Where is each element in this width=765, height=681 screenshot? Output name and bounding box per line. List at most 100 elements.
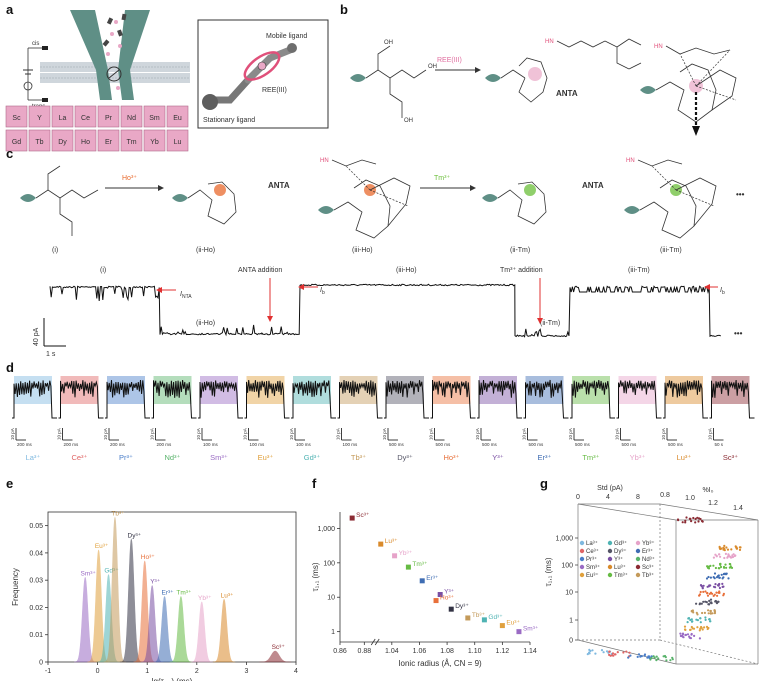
panel-label-g: g [540, 476, 548, 491]
g-point [681, 632, 685, 635]
ion-baseline [663, 390, 666, 419]
g-point [684, 519, 687, 522]
g-point [709, 598, 713, 601]
g-point [699, 621, 702, 624]
g-point [722, 585, 725, 588]
element-label: La [59, 115, 67, 122]
g-legend-marker [607, 564, 613, 570]
ion-time-scale: 500 ms [668, 442, 684, 447]
g-point [718, 586, 722, 590]
g-point [622, 651, 625, 654]
ion-signal [618, 380, 662, 419]
e-peak [212, 598, 236, 663]
f-xtick: 1.14 [523, 648, 537, 655]
element-box-pr [97, 105, 120, 128]
f-point-label: Lu³⁺ [385, 538, 398, 545]
tm-reagent: Tm³⁺ [434, 175, 450, 182]
f-xtick: 1.12 [496, 648, 510, 655]
trace-label-iii-ho: (iii-Ho) [396, 267, 417, 274]
ion-label: Yb³⁺ [630, 453, 646, 462]
f-point [499, 623, 505, 629]
element-box-ce [74, 105, 97, 128]
g-point [640, 655, 643, 658]
g-point [726, 556, 729, 559]
element-box-dy [51, 129, 74, 152]
g-point [690, 618, 693, 621]
element-label: Lu [174, 139, 182, 146]
g-legend-marker [579, 564, 585, 570]
ion-label: Pr³⁺ [119, 453, 133, 462]
ion-current-scale: 10 pA [475, 428, 480, 440]
g-point [689, 517, 692, 521]
ion-label: Lu³⁺ [677, 453, 692, 462]
ion-signal [199, 380, 243, 419]
e-peak [103, 516, 127, 663]
ree-reagent-label: REE(III) [437, 57, 462, 64]
g-point [637, 653, 641, 656]
e-xtick: 2 [195, 668, 199, 675]
svg-text:OH: OH [404, 118, 413, 124]
element-box-nd [120, 105, 143, 128]
g-point [704, 590, 707, 593]
ion-baseline [477, 390, 480, 419]
ion-signal [711, 379, 755, 419]
g-point [609, 654, 612, 657]
g-point [709, 612, 713, 615]
ion-time-scale: 500 ms [482, 442, 498, 447]
ion-baseline [105, 390, 108, 419]
scale-time-c: 1 s [46, 351, 56, 358]
ion-baseline [12, 390, 15, 419]
state-label-i: (i) [52, 247, 58, 254]
element-box-y [28, 105, 51, 128]
g-point [718, 562, 722, 566]
g-point [723, 544, 726, 548]
g-point [594, 652, 597, 655]
ion-baseline [151, 390, 154, 419]
f-point-label: Eu³⁺ [506, 620, 520, 627]
f-ylabel: τ₁,₁ (ms) [311, 562, 320, 591]
g-point [588, 648, 591, 652]
g-x2tick: 0.8 [660, 492, 670, 499]
e-xtick: 3 [244, 668, 248, 675]
g-point [707, 609, 710, 612]
g-point [727, 554, 730, 557]
g-point [698, 593, 702, 596]
element-label: Tm [126, 139, 136, 146]
element-box-la [51, 105, 74, 128]
g-point [709, 620, 712, 623]
g-point [691, 627, 694, 630]
g-point [719, 565, 723, 569]
g-point [709, 609, 712, 613]
g-point [692, 516, 695, 520]
g-point [586, 653, 589, 656]
f-point [516, 629, 522, 635]
e-peak-label: Gd³⁺ [104, 568, 119, 575]
ion-signal [153, 380, 197, 419]
e-peak-label: Ho³⁺ [141, 554, 155, 561]
svg-text:HN: HN [545, 39, 554, 45]
i-b-label: Ib [320, 287, 325, 296]
g-point [689, 628, 692, 632]
g-point [699, 627, 702, 630]
trace-label-anta-addition: ANTA addition [238, 267, 282, 274]
g-legend-label: Yb³⁺ [642, 540, 655, 547]
ion-signal [478, 379, 522, 419]
ion-baseline [709, 390, 712, 419]
ion-signal [246, 379, 290, 419]
element-label: Yb [150, 139, 159, 146]
g-point [705, 577, 709, 580]
ion-label: Nd³⁺ [164, 453, 180, 462]
g-point [699, 584, 703, 587]
anta-label-b: ANTA [556, 89, 578, 98]
e-ytick: 0.04 [29, 550, 43, 557]
ion-current-scale: 10 pA [522, 428, 527, 440]
e-ytick: 0.01 [29, 632, 43, 639]
element-label: Sm [149, 115, 160, 122]
g-point [722, 546, 725, 550]
g-point [691, 620, 694, 623]
g-point [712, 594, 715, 598]
g-ytick: 10 [565, 590, 573, 597]
